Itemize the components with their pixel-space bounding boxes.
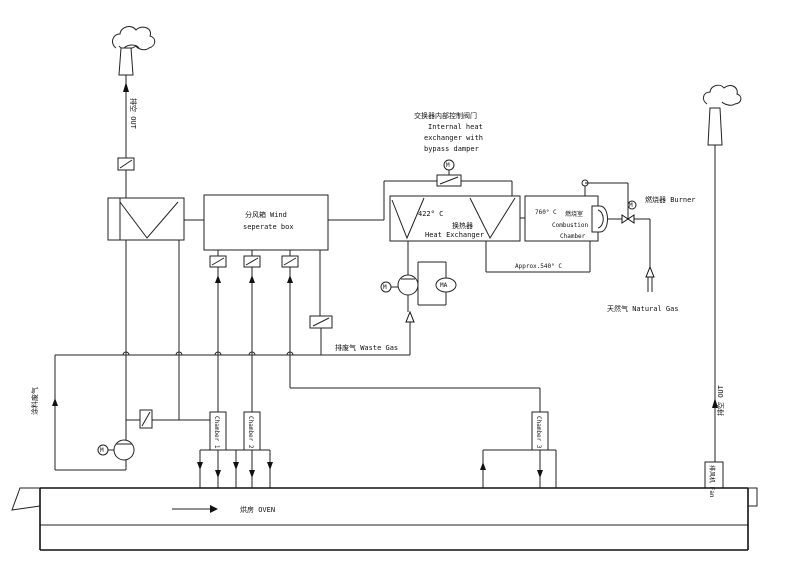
- chamber-2-label: Chamber 2: [247, 416, 254, 449]
- coating-waste-label: 涂料废气: [30, 387, 39, 415]
- supply-arrow-1: [215, 275, 221, 283]
- right-fan-label: 排风机 Fan: [708, 465, 716, 498]
- waste-header-arrow: [405, 310, 415, 323]
- chamber-1-box: Chamber 1: [209, 411, 227, 451]
- burner-motor-label: M: [629, 202, 633, 209]
- bypass-damper: [436, 174, 462, 187]
- chamber-1-label: Chamber 1: [213, 416, 220, 449]
- internal-heat-exchanger-note: 交换器内部控制阀门 Internal heat exchanger with b…: [414, 111, 483, 153]
- approx-540-label: Approx.540° C: [515, 263, 562, 270]
- chamber-en1: Combustion: [552, 222, 589, 229]
- internal-en1: Internal heat: [428, 123, 483, 131]
- waste-gas-label: 排废气 Waste Gas: [335, 343, 398, 352]
- wind-box-en2: seperate box: [243, 223, 294, 231]
- temp-chamber: 760° C: [535, 209, 557, 216]
- right-chimney: [702, 84, 742, 146]
- internal-cn: 交换器内部控制阀门: [414, 111, 477, 120]
- left-heat-exchanger: [107, 197, 185, 241]
- chamber-cn: 燃烧室: [565, 210, 583, 218]
- hx-cn: 换热器: [452, 221, 473, 230]
- temp-422: 422° C: [418, 210, 443, 218]
- hx-en: Heat Exchanger: [425, 231, 484, 239]
- burner-gas-train: M: [581, 179, 655, 292]
- chamber-3-box: Chamber 3: [531, 411, 549, 451]
- bypass-motor: M: [443, 159, 455, 175]
- chamber-3-label: Chamber 3: [535, 416, 542, 449]
- right-fan-box: 排风机 Fan: [704, 461, 724, 498]
- hx-fan-motor: M: [383, 284, 387, 291]
- hx-fan: M: [380, 241, 419, 312]
- chamber-en2: Chamber: [560, 233, 586, 240]
- combustion-chamber: 760° C 燃烧室 Combustion Chamber: [524, 195, 608, 242]
- left-fan: M: [97, 439, 135, 461]
- bypass-motor-label: M: [446, 162, 450, 169]
- wind-separate-box: 分风箱 Wind seperate box: [203, 194, 329, 251]
- wind-dampers: [209, 250, 299, 268]
- right-out-arrow: [712, 398, 718, 408]
- coating-waste-arrow: [52, 398, 58, 406]
- wind-box-en1: Wind: [270, 211, 287, 219]
- supply-arrow-2: [249, 275, 255, 283]
- left-chimney: [112, 26, 156, 76]
- ma-unit: MA: [417, 261, 457, 306]
- out-top-label: 排空 OUT: [129, 98, 138, 130]
- left-fan-motor: M: [100, 447, 104, 454]
- out-right-label: 排空 OUT: [716, 384, 725, 416]
- left-return-damper: [139, 409, 153, 429]
- internal-en2: exchanger with: [424, 134, 483, 142]
- chamber-legs: [197, 449, 557, 488]
- left-pipe-damper: [117, 157, 135, 171]
- natural-gas-label: 天然气 Natural Gas: [607, 304, 679, 313]
- oven-label: 烘房 OVEN: [240, 505, 275, 514]
- wind-box-cn: 分风箱: [245, 210, 266, 219]
- heat-exchanger: 422° C 换热器 Heat Exchanger: [389, 195, 521, 242]
- left-out-arrow: [123, 82, 129, 92]
- oven: 烘房 OVEN: [11, 487, 758, 551]
- internal-en3: bypass damper: [424, 145, 479, 153]
- chamber-2-box: Chamber 2: [243, 411, 261, 451]
- waste-gas-damper: [309, 315, 333, 329]
- burner-label: 燃烧器 Burner: [645, 195, 696, 204]
- supply-arrow-3: [287, 275, 293, 283]
- ma-label: MA: [440, 282, 448, 289]
